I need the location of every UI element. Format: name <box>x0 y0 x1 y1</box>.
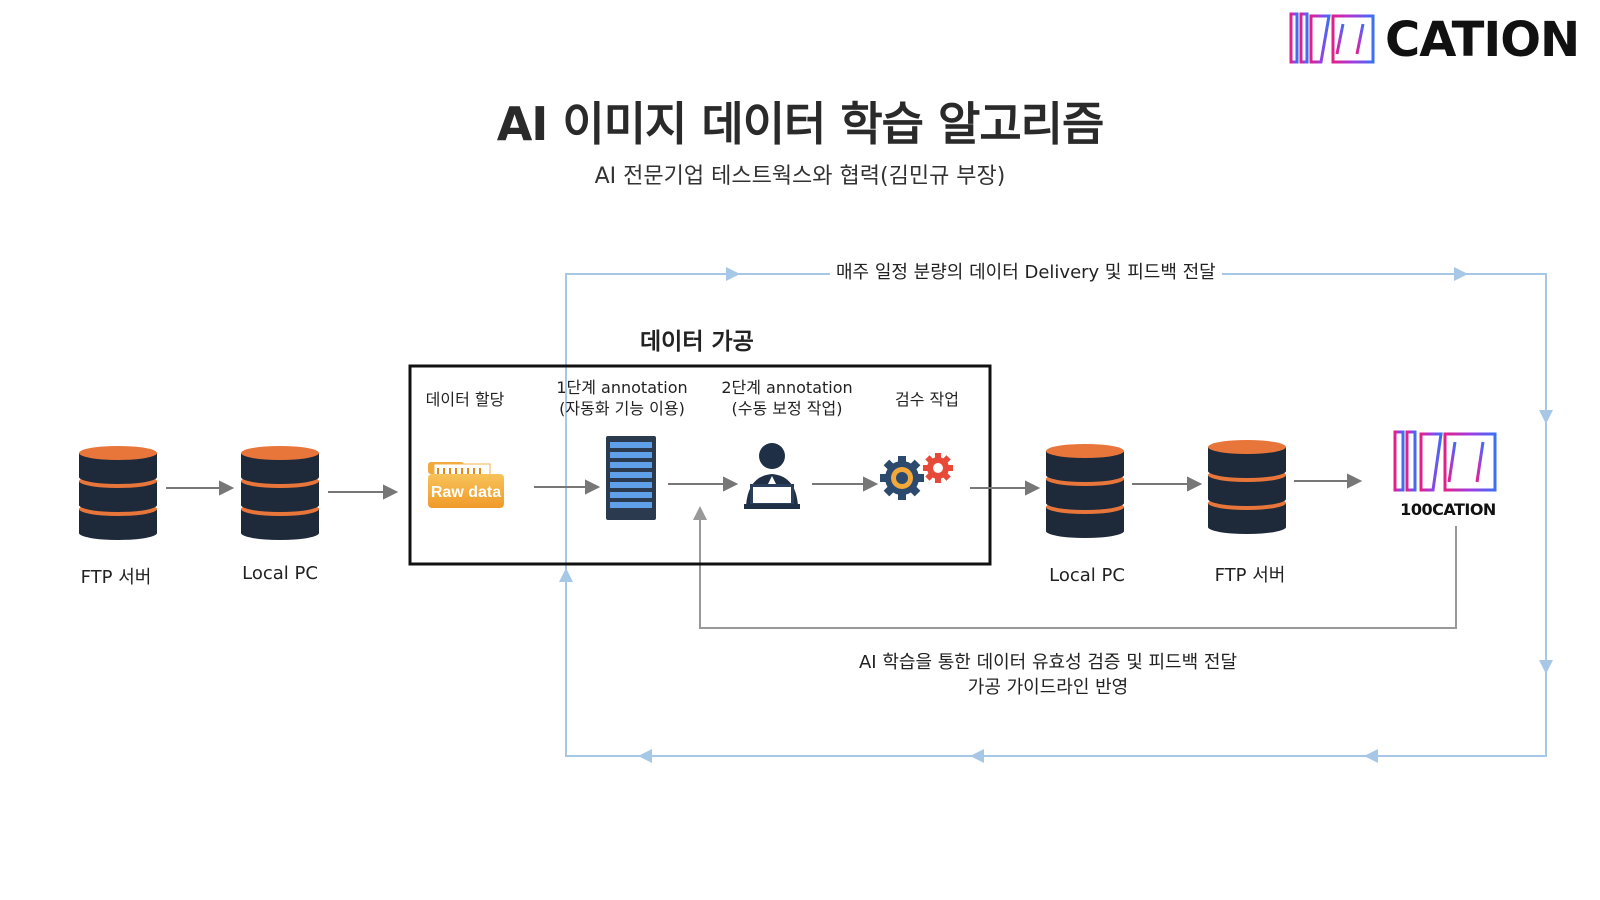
stage-label-data-assign: 데이터 할당 <box>426 389 505 410</box>
validation-feedback-line1: AI 학습을 통한 데이터 유효성 검증 및 피드백 전달 <box>858 652 1238 673</box>
database-segment <box>1208 447 1286 478</box>
database-segment <box>1046 507 1124 538</box>
destination-label: 100CATION <box>1400 500 1496 519</box>
brand-name: CATION <box>1385 12 1580 68</box>
node-label-ftp-right: FTP 서버 <box>1214 565 1286 586</box>
validation-feedback-line2: 가공 가이드라인 반영 <box>967 677 1129 698</box>
page-subtitle: AI 전문기업 테스트웍스와 협력(김민규 부장) <box>594 164 1006 189</box>
page-title: AI 이미지 데이터 학습 알고리즘 <box>496 97 1105 151</box>
database-segment <box>241 453 319 484</box>
database-segment <box>1046 451 1124 482</box>
database-icon <box>241 446 319 540</box>
database-segment-top <box>1046 444 1124 458</box>
database-icon <box>79 446 157 540</box>
stage-label-line1: 검수 작업 <box>895 390 959 409</box>
database-segment <box>1046 479 1124 510</box>
stage-label-line1: 데이터 할당 <box>425 390 505 409</box>
database-segment-top <box>1208 440 1286 454</box>
stage-label-line1: 2단계 annotation <box>721 378 853 397</box>
raw-data-folder-icon: Raw data <box>428 462 504 508</box>
stage-label-stage1: 1단계 annotation (자동화 기능 이용) <box>556 377 687 419</box>
stage-label-line2: (수동 보정 작업) <box>731 399 843 418</box>
flow-arrows <box>166 473 1363 500</box>
delivery-feedback-label: 매주 일정 분량의 데이터 Delivery 및 피드백 전달 <box>830 258 1222 284</box>
database-segment <box>1208 503 1286 534</box>
node-label-local-right: Local PC <box>1049 565 1125 586</box>
raw-data-label: Raw data <box>431 484 501 501</box>
stage-label-stage2: 2단계 annotation (수동 보정 작업) <box>721 377 852 419</box>
stage-label-line2: (자동화 기능 이용) <box>559 399 685 418</box>
database-segment <box>241 481 319 512</box>
database-segment-top <box>241 446 319 460</box>
database-segment-top <box>79 446 157 460</box>
brand-logo-mark-icon <box>1289 12 1375 64</box>
gears-icon <box>880 453 953 500</box>
worker-laptop-icon <box>744 443 800 509</box>
stage-label-line1: 1단계 annotation <box>556 378 688 397</box>
feedback-loop-arrowheads <box>559 267 1553 763</box>
database-icon <box>1046 444 1124 538</box>
stage-label-inspection: 검수 작업 <box>895 389 959 410</box>
feedback-loop-lines <box>565 273 1547 757</box>
inner-feedback-line <box>699 518 1457 629</box>
validation-feedback-label: AI 학습을 통한 데이터 유효성 검증 및 피드백 전달 가공 가이드라인 반… <box>859 650 1237 700</box>
database-segment <box>79 509 157 540</box>
100cation-logo-icon <box>1393 430 1497 492</box>
inner-feedback-arrowhead <box>693 506 707 520</box>
processing-box <box>408 364 992 566</box>
processing-title: 데이터 가공 <box>640 329 754 355</box>
database-segment <box>79 481 157 512</box>
database-icon <box>1208 440 1286 534</box>
database-segment <box>79 453 157 484</box>
database-segment <box>1208 475 1286 506</box>
server-icon <box>606 436 656 520</box>
database-segment <box>241 509 319 540</box>
node-label-local-left: Local PC <box>242 563 318 584</box>
node-label-ftp-left: FTP 서버 <box>80 567 152 588</box>
